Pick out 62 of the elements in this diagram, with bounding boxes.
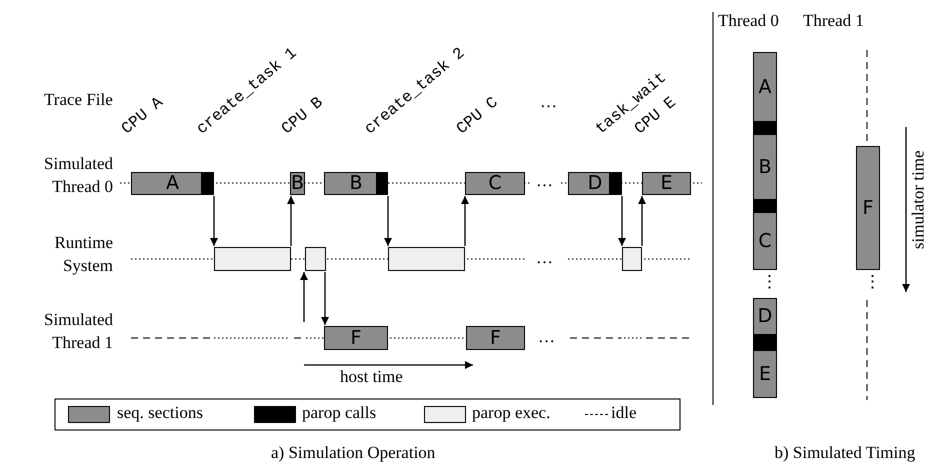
trace-event-label: CPU A [118, 93, 167, 138]
section-label: F [862, 198, 874, 218]
section-label: B [290, 174, 304, 193]
legend-label: idle [611, 403, 636, 423]
column-header: Thread 0 [718, 11, 779, 31]
arrow [210, 196, 218, 246]
sequential-section-bar [753, 298, 777, 335]
arrow [638, 196, 646, 246]
legend-label: parop exec. [472, 403, 550, 423]
sequential-section-bar [753, 134, 777, 200]
parop-execution-box [388, 247, 465, 271]
arrow [287, 196, 295, 246]
row-label: Trace File [44, 90, 113, 110]
ellipsis: ⋮ [864, 272, 881, 292]
row-label: Simulated Thread 1 [43, 309, 113, 354]
section-label: D [758, 307, 772, 326]
ellipsis: … [536, 248, 553, 268]
sequential-section-bar [642, 172, 691, 195]
sequential-section-bar [324, 326, 388, 350]
arrow [300, 272, 308, 322]
sequential-section-bar [465, 172, 525, 195]
section-label: E [660, 174, 672, 193]
subfigure-caption: a) Simulation Operation [271, 443, 436, 463]
parop-execution-box [622, 247, 642, 271]
ellipsis: … [538, 327, 555, 347]
parop-execution-box [214, 247, 291, 271]
trace-event-label: CPU B [278, 93, 327, 138]
axis-label: host time [340, 367, 403, 387]
sequential-section-bar [324, 172, 388, 195]
sequential-section-bar [466, 326, 525, 350]
arrow [618, 196, 626, 246]
sequential-section-bar [131, 172, 214, 195]
ellipsis: … [540, 92, 557, 112]
row-label: Runtime System [53, 232, 113, 277]
axis-label: simulator time [908, 150, 928, 250]
section-label: E [758, 364, 771, 384]
sequential-section-bar [753, 350, 777, 398]
row-label: Simulated Thread 0 [43, 153, 113, 198]
ellipsis: ⋮ [761, 272, 778, 292]
section-label: C [758, 232, 772, 250]
arrow [461, 196, 469, 246]
section-label: B [758, 158, 772, 176]
section-label: B [349, 174, 363, 193]
trace-event-label: CPU C [453, 93, 502, 138]
section-label: A [758, 78, 772, 96]
section-label: C [488, 174, 502, 193]
arrow [384, 196, 392, 246]
subfigure-caption: b) Simulated Timing [774, 443, 916, 463]
section-label: D [588, 174, 602, 193]
ellipsis: … [536, 171, 553, 191]
sequential-section-bar [753, 212, 777, 270]
sequential-section-bar [856, 146, 880, 270]
legend-label: parop calls [302, 403, 376, 423]
sequential-section-bar [753, 52, 777, 122]
sequential-section-bar [568, 172, 622, 195]
parop-execution-box [305, 247, 326, 271]
section-label: F [350, 328, 362, 348]
column-header: Thread 1 [803, 11, 864, 31]
arrow [321, 272, 329, 325]
section-label: F [490, 328, 501, 348]
legend-label: seq. sections [117, 403, 203, 423]
section-label: A [166, 174, 179, 193]
